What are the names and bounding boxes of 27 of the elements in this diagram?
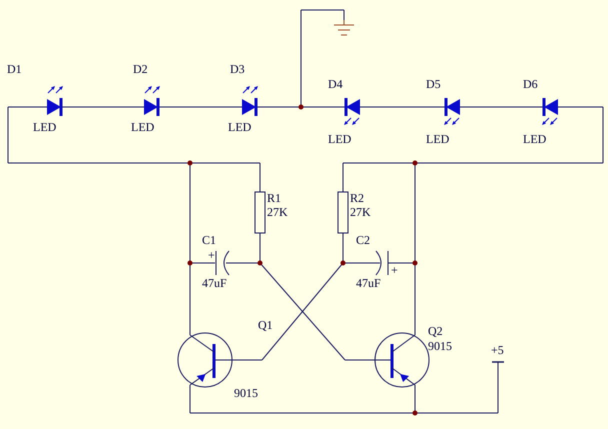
component-label: LED — [523, 133, 546, 146]
component-label: LED — [131, 121, 154, 134]
designator: Q1 — [258, 319, 273, 332]
value-label: 47uF — [202, 277, 227, 290]
designator: D6 — [523, 78, 538, 91]
part-number: 9015 — [428, 340, 452, 353]
designator: D3 — [230, 63, 245, 76]
designator: D2 — [133, 63, 148, 76]
value-label: 47uF — [356, 277, 381, 290]
component-label: LED — [328, 133, 352, 146]
designator: D5 — [426, 78, 441, 91]
polarity-mark: + — [391, 264, 398, 277]
part-number: 9015 — [234, 387, 258, 400]
component-label: LED — [228, 121, 252, 134]
designator: R2 — [350, 192, 364, 205]
designator: D1 — [7, 63, 22, 76]
designator: C2 — [356, 234, 370, 247]
component-label: LED — [426, 133, 450, 146]
polarity-mark: + — [208, 249, 215, 262]
value-label: 27K — [267, 206, 288, 219]
value-label: 27K — [350, 206, 371, 219]
designator: Q2 — [428, 325, 443, 338]
designator: C1 — [202, 234, 216, 247]
supply-label: +5 — [491, 344, 504, 357]
designator: D4 — [328, 78, 343, 91]
component-label: LED — [33, 121, 56, 134]
designator: R1 — [267, 192, 282, 205]
